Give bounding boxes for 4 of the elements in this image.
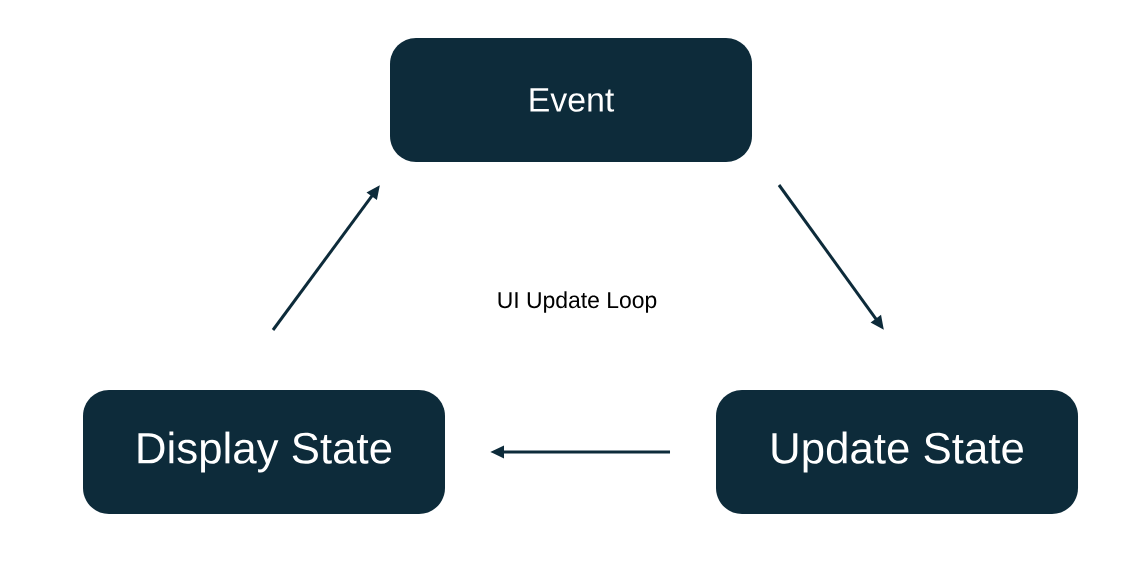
process-box: Display State [83,390,445,514]
process-box: Update State [716,390,1078,514]
process-box: Event [390,38,752,162]
loop-label: UI Update Loop [498,291,657,313]
